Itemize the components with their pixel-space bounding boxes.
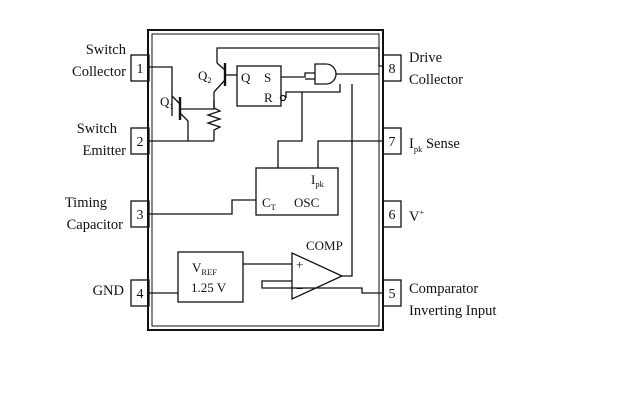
- chip-outline: [147, 29, 384, 331]
- pin-1-label-line2: Collector: [72, 64, 126, 80]
- q1-emitter-leg: [179, 112, 189, 122]
- osc-ipk-label: Ipk: [311, 172, 325, 189]
- wire-r-to-osc: [277, 92, 303, 168]
- flip-flop: [236, 65, 282, 107]
- pin-1-label-line1: Switch: [86, 42, 127, 58]
- pin-5-label-line2: Inverting Input: [409, 303, 496, 319]
- pin-8-label-line1: Drive: [409, 50, 442, 66]
- pin-6-number: 6: [389, 208, 396, 223]
- pin-1-number: 1: [137, 62, 144, 77]
- ff-s-label: S: [264, 70, 271, 85]
- wire-pin5-to-comp: [261, 280, 383, 294]
- q2-label: Q2: [198, 68, 212, 85]
- pin-2-label-line2: Emitter: [83, 143, 127, 159]
- wire-ipk-sense: [317, 140, 383, 168]
- q1-collector-leg: [171, 95, 181, 105]
- and-gate: [314, 63, 337, 85]
- pin-6-label: V+: [409, 207, 424, 225]
- wire-comp-out-to-and: [342, 84, 353, 277]
- pin-2-number: 2: [137, 135, 144, 150]
- pin-5-label-line1: Comparator: [409, 281, 478, 297]
- vref-block: [177, 251, 244, 303]
- wire-timing-capacitor: [149, 199, 256, 215]
- vref-label: VREF: [192, 260, 217, 277]
- ff-q-label: Q: [241, 70, 251, 85]
- q2-collector-leg: [216, 62, 226, 71]
- pin-6-box: [382, 200, 402, 228]
- pin-4-label: GND: [93, 283, 124, 299]
- pin-3-label-line1: Timing: [65, 195, 107, 211]
- q2-emitter-leg: [213, 79, 226, 93]
- wire-pin1-q1-collector: [149, 66, 173, 116]
- q1-label: Q1: [160, 94, 174, 111]
- osc-ct-label: CT: [262, 195, 277, 212]
- pin-7-number: 7: [389, 135, 396, 150]
- wire-ff-r-to-and: [285, 84, 341, 98]
- pin-3-label-line2: Capacitor: [67, 217, 124, 233]
- comp-plus: +: [296, 257, 303, 272]
- wire-q2-collector-pin8: [216, 47, 383, 67]
- pin-8-number: 8: [389, 62, 396, 77]
- comp-label: COMP: [306, 238, 343, 253]
- pin-7-label: Ipk Sense: [409, 136, 460, 154]
- pin-5-number: 5: [389, 287, 396, 302]
- pin-8-box: [382, 54, 402, 82]
- wire-and-to-s: [281, 72, 315, 78]
- resistor: [205, 100, 223, 141]
- ff-r-label: R: [264, 90, 273, 105]
- pin-1-box: [130, 54, 150, 82]
- pin-3-number: 3: [137, 208, 144, 223]
- pin-8-label-line2: Collector: [409, 72, 463, 88]
- pin-4-number: 4: [137, 287, 144, 302]
- oscillator-block: [255, 167, 339, 216]
- vref-value: 1.25 V: [191, 280, 227, 295]
- osc-label: OSC: [294, 195, 319, 210]
- wire-q1-base-q2-emitter: [180, 92, 215, 110]
- pin-2-label-line1: Switch: [77, 121, 118, 137]
- chip-inner-outline: [151, 33, 380, 327]
